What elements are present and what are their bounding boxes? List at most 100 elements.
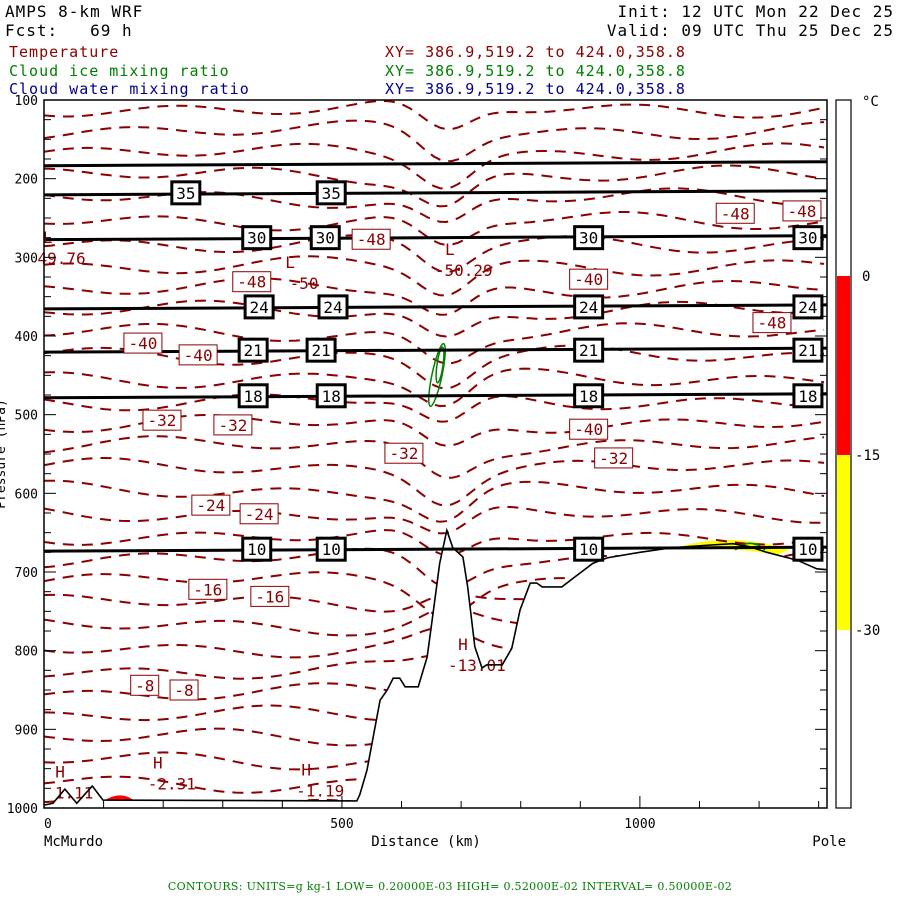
high-marker: H [55,762,65,781]
temperature-contour [44,234,824,274]
extremum-group: H-2.31 [148,754,196,794]
temperature-contour [44,701,825,726]
isentrope-label-box [792,294,824,320]
isentrope-label-group: 21 [305,337,337,363]
temperature-contour [44,367,825,408]
temperature-label-group: -40 [569,418,609,440]
isentrope-label-group: 30 [792,225,824,251]
temperature-contour [44,626,825,659]
isentrope-label: 30 [247,229,266,248]
isentrope-line [44,303,827,311]
isentrope-label-group: 18 [315,383,347,409]
temperature-label-box [569,418,609,440]
valid-time: Valid: 09 UTC Thu 25 Dec 25 [606,21,894,40]
temperature-label-group: -24 [191,494,231,516]
temperature-contour [44,721,825,747]
y-tick-label: 700 [15,566,38,581]
isentrope-line [44,234,827,242]
isentrope-label: 24 [798,298,817,317]
high-marker: H [458,635,468,654]
isentrope-label: 21 [579,341,598,360]
isentrope-line [44,346,827,354]
isentrope-label: 24 [249,298,268,317]
isentrope-label-box [315,180,347,206]
low-marker: L [285,253,295,272]
y-tick-label: 300 [15,251,38,266]
model-title: AMPS 8-km WRF [5,2,144,21]
plot-frame [43,99,828,809]
temperature-contour [44,505,825,535]
isentrope-label-box [237,383,269,409]
temperature-label-box [250,585,290,607]
isentrope-label: 35 [322,184,341,203]
temperature-label: -48 [237,273,266,292]
extremum-value: -1.19 [296,782,344,801]
temperature-label-group: -40 [178,344,218,366]
high-marker: H [301,761,311,780]
temperature-label-group: -40 [123,332,163,354]
temperature-contour [44,654,825,682]
isentrope-label-group: 18 [573,383,605,409]
isentrope-label: 18 [322,387,341,406]
temperature-contour [44,142,825,190]
temperature-label-box [142,409,182,431]
isentrope-label: 21 [798,341,817,360]
x-tick-label: 500 [330,817,353,832]
temperature-contour [44,791,825,805]
isentrope-label: 30 [798,229,817,248]
isentrope-label-box [792,383,824,409]
temperature-label: -16 [193,580,222,599]
extremum-group: L-50 [285,253,318,293]
temperature-label-group: -8 [130,674,160,696]
isentrope-label-box [573,294,605,320]
extremum-group: H -1.19 [296,761,344,801]
temperature-label: -16 [255,587,284,606]
y-tick-label: 500 [15,409,38,424]
xy-cloud-water: XY= 386.9,519.2 to 424.0,358.8 [385,80,686,98]
isentrope-label: 30 [579,229,598,248]
isentrope-label: 10 [798,540,817,559]
temperature-label-box [594,447,634,469]
terrain-profile [44,527,828,806]
temperature-contour [44,211,825,246]
isentrope-label: 10 [247,540,266,559]
isentrope-label-group: 35 [315,180,347,206]
x-tick-label: 0 [44,817,52,832]
forecast-hour: Fcst: 69 h [5,21,133,40]
isentrope-label-group: 18 [237,383,269,409]
temperature-label-box [384,442,424,464]
isentrope-label: 30 [316,229,335,248]
temperature-label: -40 [128,334,157,353]
extremum-value: -50.29 [435,261,493,280]
isentrope-label-group: 10 [573,536,605,562]
isentrope-label: 10 [322,540,341,559]
isentrope-label-group: 18 [792,383,824,409]
isentrope-label: 18 [244,387,263,406]
isentrope-label: 21 [311,341,330,360]
isentrope-label-box [573,337,605,363]
legend-cloud-water: Cloud water mixing ratio [9,80,250,98]
temperature-label: -40 [184,346,213,365]
isentrope-label-group: 10 [241,536,273,562]
temperature-label-group: -32 [594,447,634,469]
y-axis-title: Pressure (hPa) [0,399,9,509]
colorbar-band [837,276,850,455]
temperature-label-box [188,578,228,600]
isentrope-label-group: 30 [573,225,605,251]
temperature-label-box [178,344,218,366]
isentrope-label-box [792,337,824,363]
temperature-label-box [169,679,199,701]
isentrope-label-box [573,383,605,409]
temperature-label: -48 [357,230,386,249]
temperature-label: -40 [574,270,603,289]
y-tick-label: 100 [15,94,38,109]
x-tick-label: 1000 [624,817,655,832]
high-marker: H [153,754,163,773]
y-tick-label: 1000 [7,802,38,817]
isentrope-label-group: 35 [170,180,202,206]
temperature-label-group: -24 [239,503,279,525]
isentrope-label-box [309,225,341,251]
temperature-label-group: -48 [782,200,822,222]
isentrope-label: 18 [798,387,817,406]
isentrope-label: 24 [579,298,598,317]
